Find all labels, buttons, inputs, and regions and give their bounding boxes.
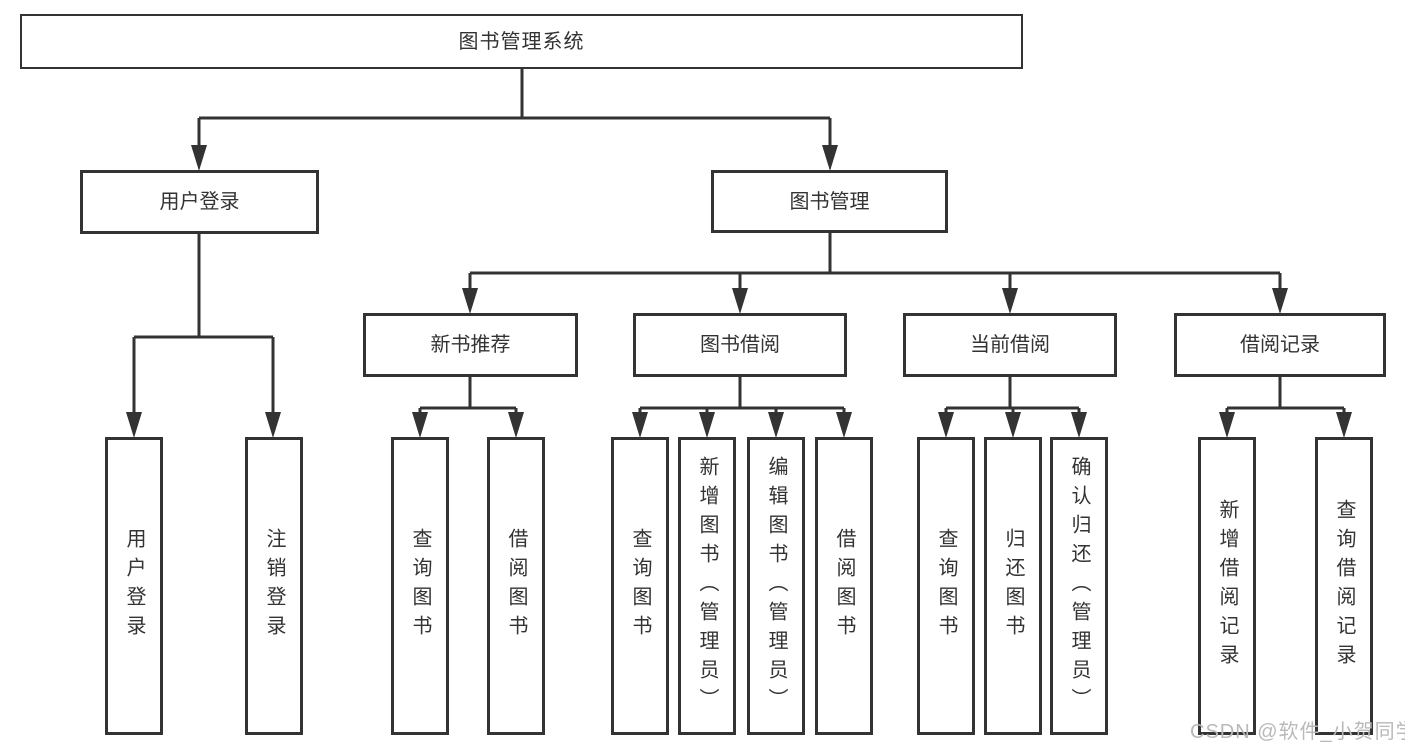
node-book-management: 图书管理 [711,170,948,233]
leaf-add-book-admin: 新增图书（管理员） [678,437,736,735]
node-user-login: 用户登录 [80,170,319,234]
leaf-query-books-current: 查询图书 [917,437,975,735]
leaf-query-borrow-record: 查询借阅记录 [1315,437,1373,735]
leaf-confirm-return-admin: 确认归还（管理员） [1050,437,1108,735]
node-new-book-recommend: 新书推荐 [363,313,578,377]
leaf-return-book: 归还图书 [984,437,1042,735]
leaf-logout: 注销登录 [245,437,303,735]
node-book-borrow: 图书借阅 [633,313,847,377]
node-library-management-system: 图书管理系统 [20,14,1023,69]
leaf-add-borrow-record: 新增借阅记录 [1198,437,1256,735]
node-current-borrow: 当前借阅 [903,313,1117,377]
node-borrow-records: 借阅记录 [1174,313,1386,377]
connectors [132,69,1346,433]
leaf-query-books-recommend: 查询图书 [391,437,449,735]
leaf-user-login: 用户登录 [105,437,163,735]
watermark: CSDN @软件_小贺同学 [1190,721,1405,743]
leaf-edit-book-admin: 编辑图书（管理员） [747,437,805,735]
leaf-query-books-borrow: 查询图书 [611,437,669,735]
leaf-borrow-books-recommend: 借阅图书 [487,437,545,735]
leaf-borrow-books: 借阅图书 [815,437,873,735]
arrowheads [126,145,1352,438]
